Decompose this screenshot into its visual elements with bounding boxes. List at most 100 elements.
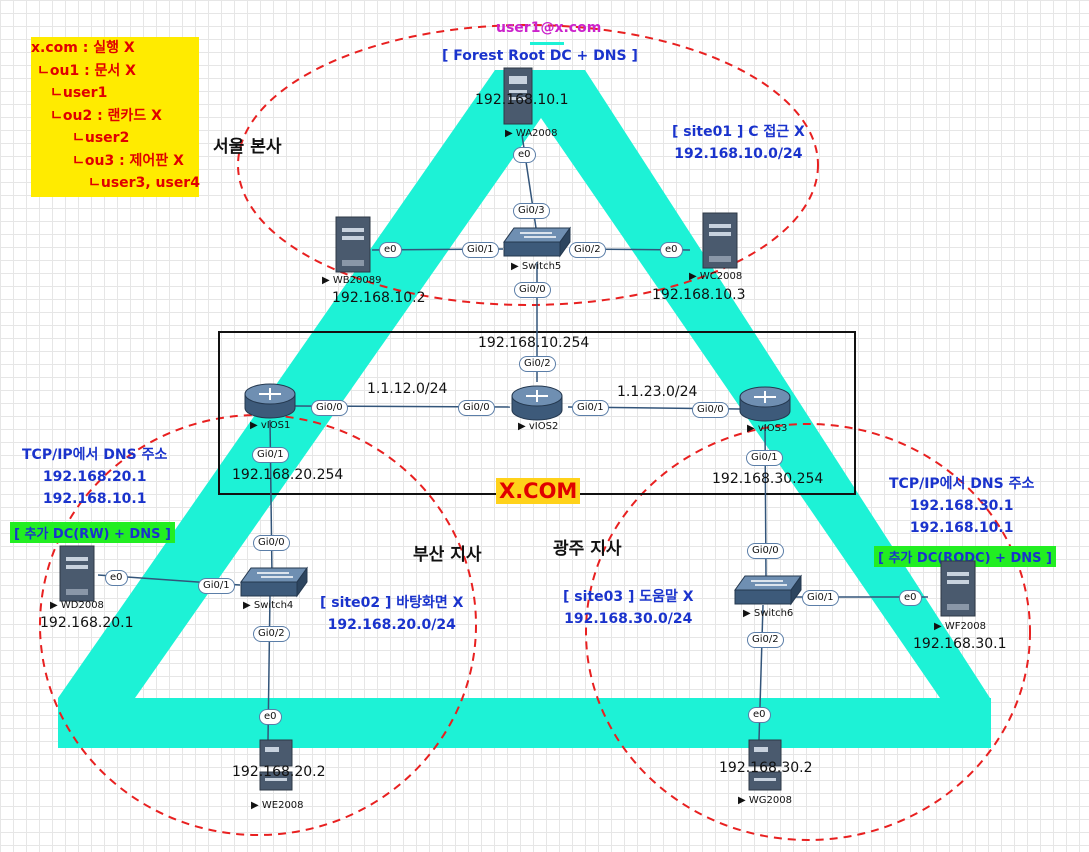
wa-ip: 192.168.10.1 [475,92,569,108]
wb-caption: ▶ WB20089 [322,275,382,286]
dns-right-role: [ 추가 DC(RODC) + DNS ] [874,546,1056,567]
port-we-e0: e0 [259,709,282,725]
gwangju-site-policy: [ site03 ] 도움말 X [563,589,694,605]
dns-right-primary: 192.168.30.1 [909,498,1014,514]
port-r3-gi01: Gi0/1 [746,450,783,466]
dns-right-secondary: 192.168.10.1 [909,520,1014,536]
server-wf-icon[interactable] [938,558,978,618]
port-wa-e0: e0 [513,147,536,163]
wf-caption: ▶ WF2008 [934,621,986,632]
forest-triangle [58,70,990,698]
port-sw4-gi01: Gi0/1 [198,578,235,594]
dns-left-role: [ 추가 DC(RW) + DNS ] [10,522,175,543]
wc-ip: 192.168.10.3 [652,287,746,303]
we-ip: 192.168.20.2 [232,764,326,780]
wc-caption: ▶ WC2008 [689,271,743,282]
busan-site-info: [ site02 ] 바탕화면 X 192.168.20.0/24 [320,592,463,636]
wd-ip: 192.168.20.1 [40,615,134,631]
ou-tree-line: ㄴou3 : 제어판 X [72,152,184,169]
port-r1-gi01: Gi0/1 [252,447,289,463]
dns-left-primary: 192.168.20.1 [42,469,147,485]
router-vios3-icon[interactable] [738,385,792,425]
port-wb-e0: e0 [379,242,402,258]
seoul-site-policy: [ site01 ] C 접근 X [672,124,805,140]
dns-left-info: TCP/IP에서 DNS 주소 192.168.20.1 192.168.10.… [22,444,167,510]
port-wg-e0: e0 [748,707,771,723]
wa-caption: ▶ WA2008 [505,128,558,139]
seoul-site-subnet: 192.168.10.0/24 [674,146,803,162]
seoul-site-info: [ site01 ] C 접근 X 192.168.10.0/24 [672,121,805,165]
server-wc-icon[interactable] [700,210,740,270]
wb-ip: 192.168.10.2 [332,290,426,306]
port-wc-e0: e0 [660,242,683,258]
seoul-site-circle [237,24,819,306]
dns-right-info: TCP/IP에서 DNS 주소 192.168.30.1 192.168.10.… [889,473,1034,539]
switch6-icon[interactable] [733,574,803,608]
server-wg-icon[interactable] [745,738,785,794]
port-sw6-gi02: Gi0/2 [747,632,784,648]
r1-ip: 192.168.20.254 [232,467,344,483]
domain-label: X.COM [496,478,581,504]
port-sw5-gi01: Gi0/1 [462,242,499,258]
port-wf-e0: e0 [899,590,922,606]
ou-tree-line: ㄴuser2 [72,130,130,146]
busan-site-name: 부산 지사 [413,545,482,565]
wf-ip: 192.168.30.1 [913,636,1007,652]
port-r2-gi02: Gi0/2 [519,356,556,372]
server-wd-icon[interactable] [57,543,97,603]
ou-tree-box: x.com : 실행 X ㄴou1 : 문서 X ㄴuser1 ㄴou2 : 랜카드 … [31,37,200,197]
sw5-caption: ▶ Switch5 [511,261,562,272]
we-caption: ▶ WE2008 [251,800,304,811]
ou-tree-line: x.com : 실행 X [31,40,135,56]
triangle-base-bar [58,698,991,748]
busan-site-subnet: 192.168.20.0/24 [327,617,456,633]
sw4-caption: ▶ Switch4 [243,600,294,611]
net23-label: 1.1.23.0/24 [617,384,698,400]
wg-caption: ▶ WG2008 [738,795,792,806]
port-wd-e0: e0 [105,570,128,586]
busan-site-policy: [ site02 ] 바탕화면 X [320,595,464,611]
port-r1-gi00: Gi0/0 [311,400,348,416]
r2-caption: ▶ vIOS2 [518,421,559,432]
switch5-icon[interactable] [502,226,572,260]
port-r2-gi01: Gi0/1 [572,400,609,416]
wd-caption: ▶ WD2008 [50,600,104,611]
gwangju-site-name: 광주 지사 [553,539,622,559]
ou-tree-line: ㄴou1 : 문서 X [37,62,136,79]
ou-tree-line: ㄴou2 : 랜카드 X [50,107,162,124]
gwangju-site-subnet: 192.168.30.0/24 [564,611,693,627]
port-sw5-gi02: Gi0/2 [569,242,606,258]
user-underline [530,42,564,45]
port-sw6-gi01: Gi0/1 [802,590,839,606]
r1-caption: ▶ vIOS1 [250,420,291,431]
gwangju-site-circle [585,423,1031,841]
forest-root-role: [ Forest Root DC + DNS ] [442,48,638,64]
port-sw6-gi00: Gi0/0 [747,543,784,559]
r2-ip: 192.168.10.254 [478,335,590,351]
port-sw5-gi03: Gi0/3 [513,203,550,219]
user-account-label: user1@x.com [496,20,602,36]
net12-label: 1.1.12.0/24 [367,381,448,397]
switch4-icon[interactable] [239,566,309,600]
server-wa-icon[interactable] [500,66,536,128]
router-vios1-icon[interactable] [243,382,297,422]
port-r3-gi00: Gi0/0 [692,402,729,418]
dns-left-secondary: 192.168.10.1 [42,491,147,507]
server-wb-icon[interactable] [333,214,373,274]
router-vios2-icon[interactable] [510,384,564,424]
server-we-icon[interactable] [256,738,296,794]
ou-tree-line: ㄴuser3, user4 [88,175,200,191]
dns-left-title: TCP/IP에서 DNS 주소 [22,447,168,463]
gwangju-site-info: [ site03 ] 도움말 X 192.168.30.0/24 [563,586,694,630]
port-sw4-gi00: Gi0/0 [253,535,290,551]
seoul-site-name: 서울 본사 [213,137,282,157]
sw6-caption: ▶ Switch6 [743,608,794,619]
dns-right-title: TCP/IP에서 DNS 주소 [889,476,1035,492]
port-sw5-gi00: Gi0/0 [514,282,551,298]
r3-caption: ▶ vIOS3 [747,423,788,434]
port-sw4-gi02: Gi0/2 [253,626,290,642]
port-r2-gi00: Gi0/0 [458,400,495,416]
r3-ip: 192.168.30.254 [712,471,824,487]
wg-ip: 192.168.30.2 [719,760,813,776]
ou-tree-line: ㄴuser1 [50,85,108,101]
